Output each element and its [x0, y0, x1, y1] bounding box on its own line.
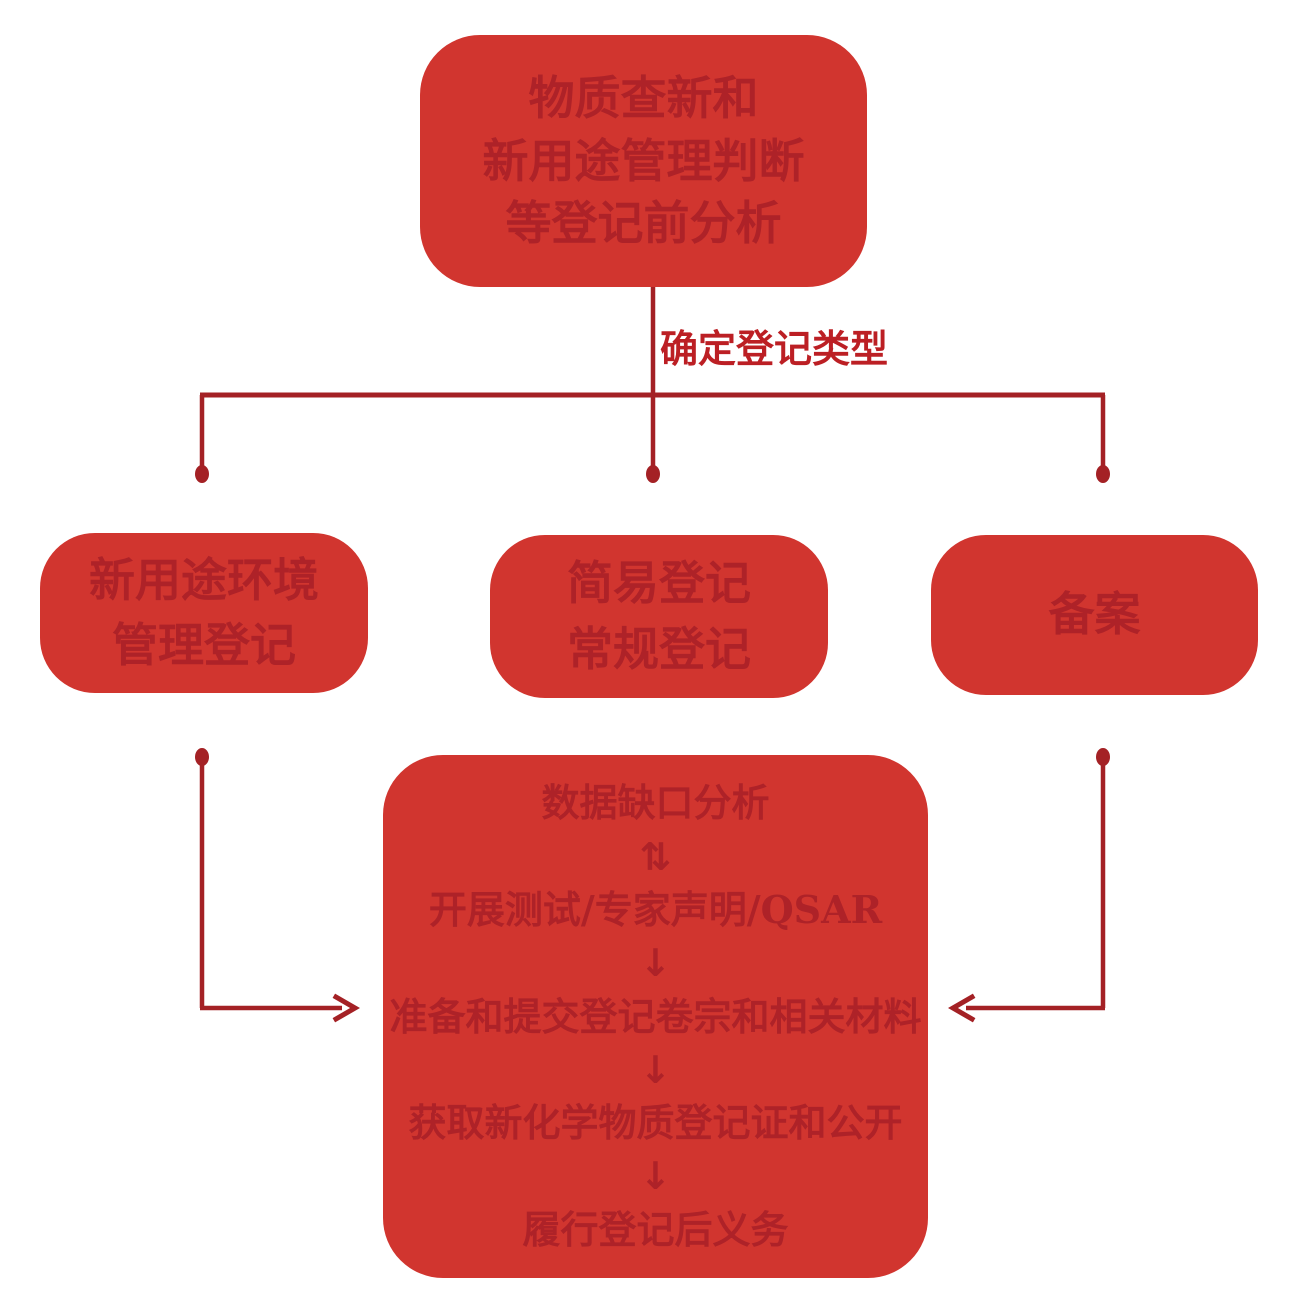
node-text-line: 常规登记	[567, 621, 751, 676]
down-arrow-icon: ↓	[639, 941, 672, 986]
down-arrow-icon: ↓	[639, 1047, 672, 1092]
node-text-line: 物质查新和	[528, 71, 759, 126]
node-text-line: 新用途环境	[89, 552, 319, 607]
down-arrow-icon: ↓	[639, 1154, 672, 1199]
node-text-line: 管理登记	[112, 618, 296, 672]
left-arrowhead-icon	[948, 993, 976, 1023]
node-text-line: 备案	[1048, 587, 1141, 642]
connector-dot	[1096, 748, 1110, 766]
node-new-use-registration: 新用途环境 管理登记	[40, 533, 368, 693]
connector-dot	[195, 465, 209, 483]
up-down-arrow-icon: ⇅	[639, 834, 672, 879]
connector-dot	[646, 465, 660, 483]
process-step: 准备和提交登记卷宗和相关材料	[389, 993, 922, 1039]
process-step: 数据缺口分析	[541, 780, 770, 826]
node-text-line: 简易登记	[567, 556, 751, 611]
process-step: 履行登记后义务	[522, 1206, 789, 1252]
node-registration-process: 数据缺口分析 ⇅ 开展测试/专家声明/QSAR ↓ 准备和提交登记卷宗和相关材料…	[383, 755, 928, 1278]
process-step: 开展测试/专家声明/QSAR	[428, 887, 883, 933]
connector-dot	[1096, 465, 1110, 483]
right-arrowhead-icon	[332, 993, 360, 1023]
node-text-line: 等登记前分析	[505, 196, 782, 251]
process-step: 获取新化学物质登记证和公开	[408, 1100, 903, 1146]
branch-label: 确定登记类型	[660, 326, 889, 371]
node-simple-regular-registration: 简易登记 常规登记	[490, 535, 828, 698]
node-pre-registration-analysis: 物质查新和 新用途管理判断 等登记前分析	[420, 35, 867, 287]
node-text-line: 新用途管理判断	[482, 133, 805, 188]
node-filing: 备案	[931, 535, 1258, 695]
connector-dot	[195, 748, 209, 766]
